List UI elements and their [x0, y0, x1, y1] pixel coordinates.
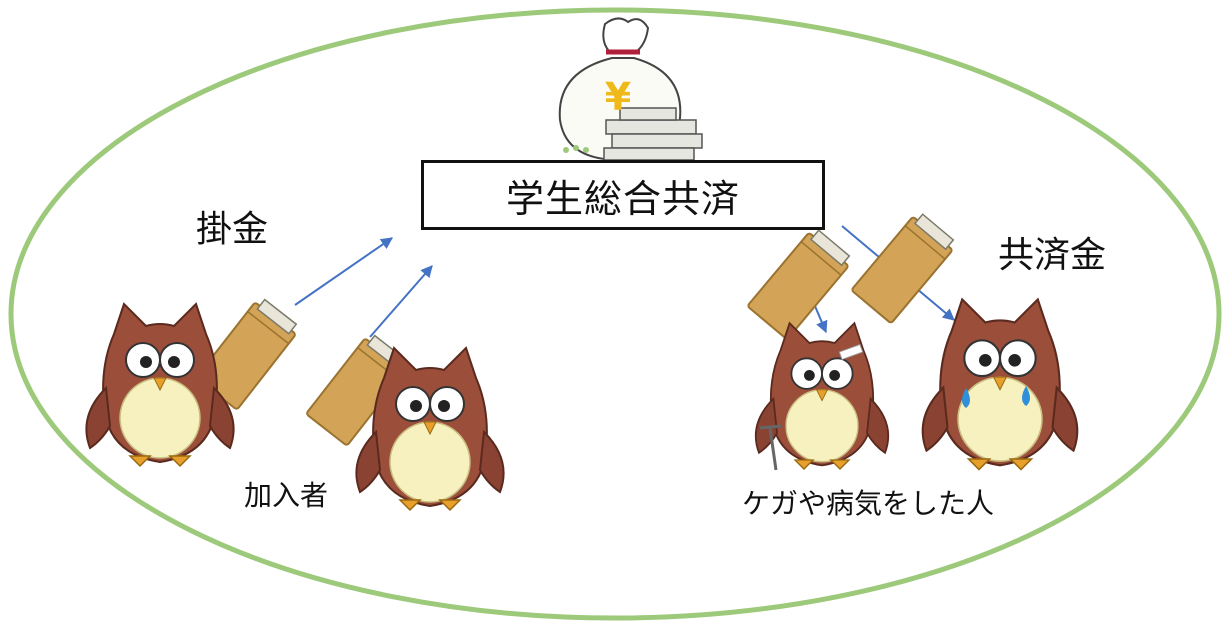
crutch-icon: [759, 424, 783, 471]
cash-stacks-icon: [603, 107, 703, 161]
money-bag-icon: [558, 17, 703, 162]
premium-label: 掛金: [196, 209, 269, 250]
owl-crying-icon: [921, 298, 1079, 471]
bandage-icon: [838, 343, 864, 361]
owl-injured-icon: [754, 322, 890, 470]
arrow-premium-1: [294, 237, 393, 306]
envelope-icon: [850, 209, 959, 325]
tear-left-icon: [962, 388, 970, 408]
yen-symbol: ¥: [605, 75, 631, 119]
community-ellipse: [8, 7, 1222, 621]
arrow-premium-2: [369, 265, 433, 338]
tear-right-icon: [1022, 386, 1030, 406]
owl-member-left-icon: [85, 303, 235, 467]
center-label: 学生総合共済: [505, 176, 740, 221]
members-label: 加入者: [244, 479, 329, 512]
recipients-label: ケガや病気をした人: [742, 487, 995, 520]
envelope-icon: [746, 225, 855, 341]
benefit-label: 共済金: [998, 235, 1107, 276]
center-label-box: 学生総合共済: [421, 160, 825, 230]
